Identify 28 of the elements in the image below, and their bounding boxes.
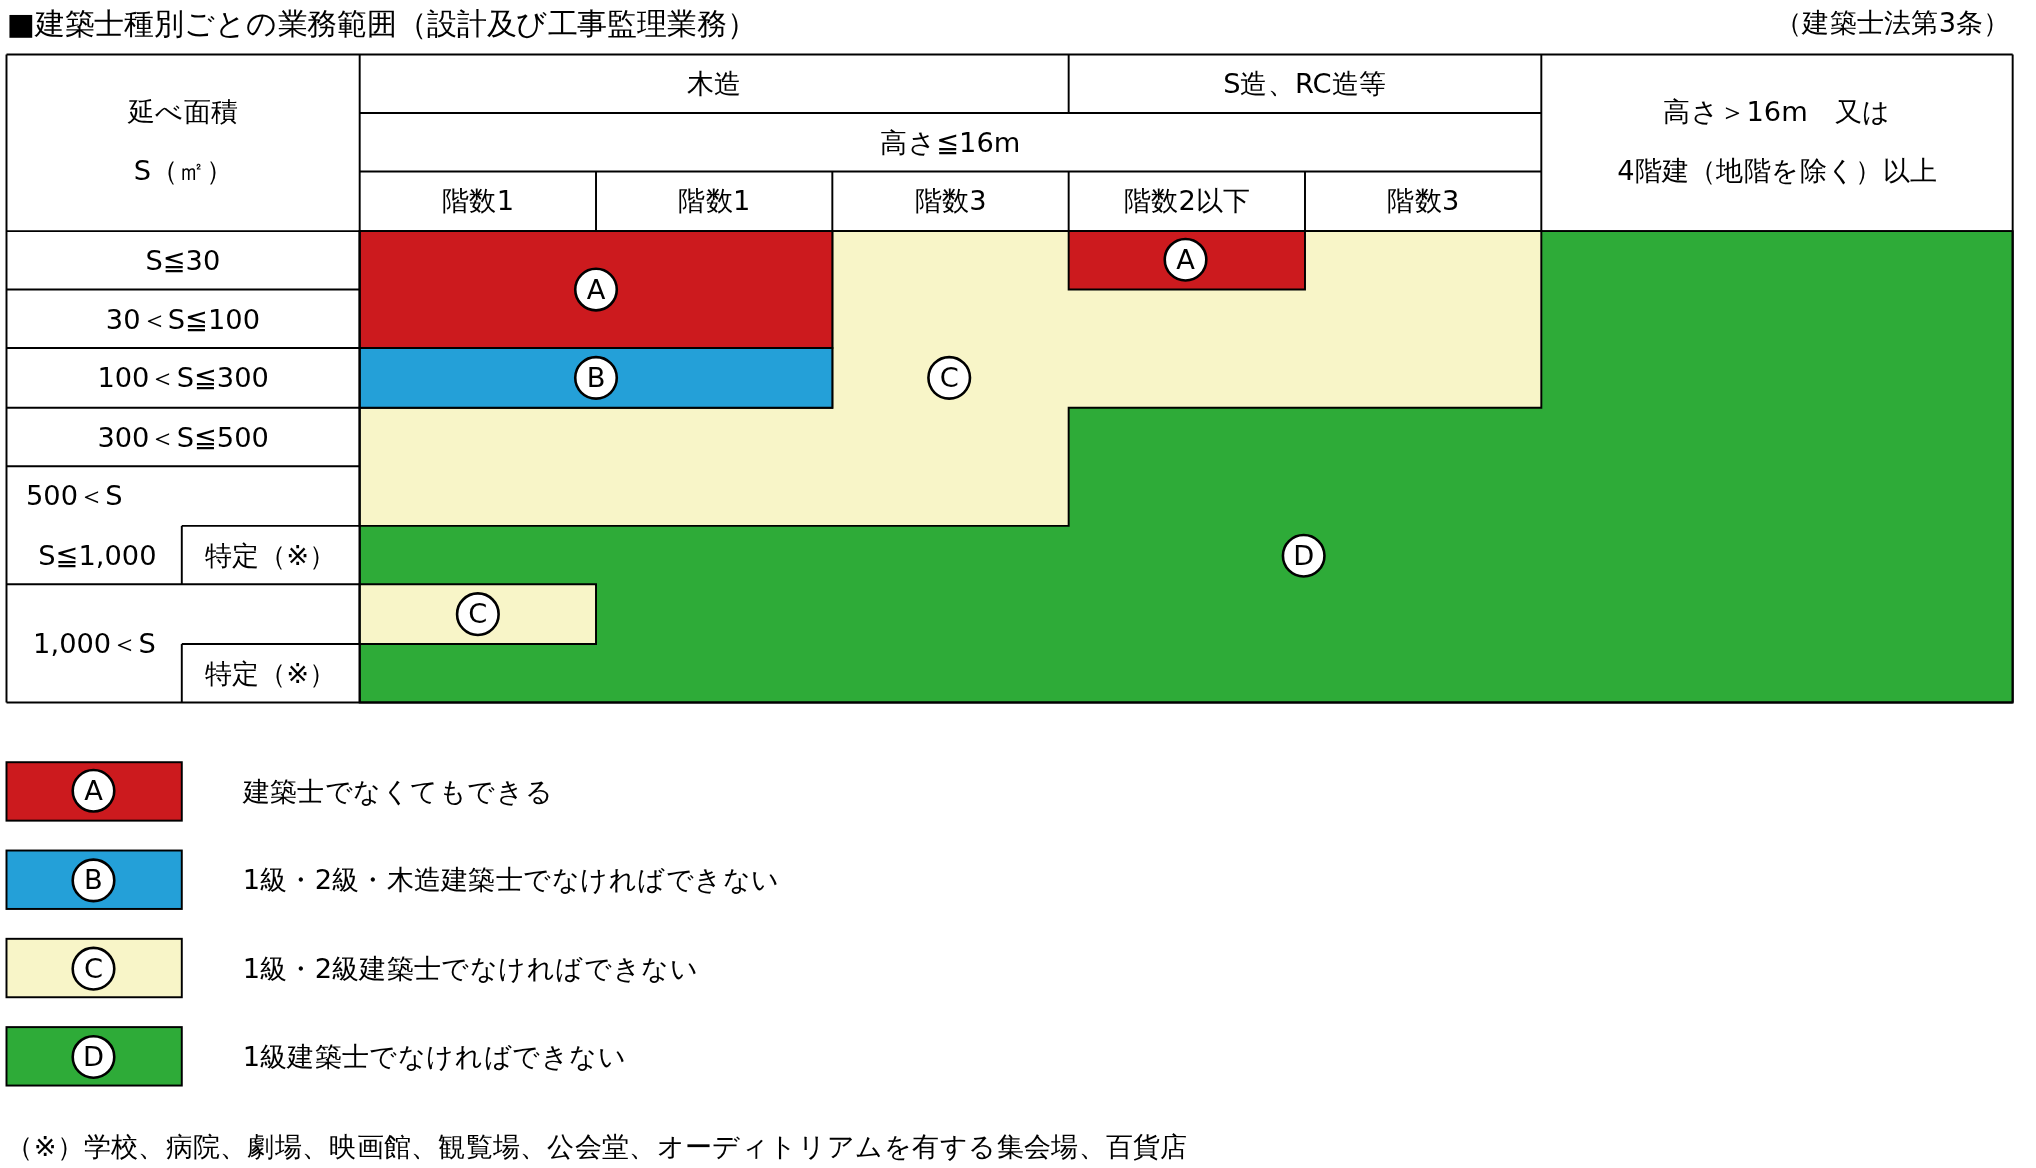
diagram-title: ■建築士種別ごとの業務範囲（設計及び工事監理業務） <box>6 4 757 42</box>
column-header: S造、RC造等 <box>1223 67 1387 102</box>
legend-label: 建築士でなくてもできる <box>242 774 554 809</box>
column-header: 木造 <box>686 67 742 102</box>
legend-label: 1級建築士でなければできない <box>242 1039 627 1074</box>
row-header: 500＜S <box>25 479 123 514</box>
row-header: 特定（※） <box>204 656 337 691</box>
row-header: S≦30 <box>145 244 221 276</box>
column-header: 延べ面積 <box>127 95 239 130</box>
row-header: 100＜S≦300 <box>97 361 269 396</box>
column-header: 階数1 <box>678 184 751 219</box>
row-header: S≦1,000 <box>38 539 157 571</box>
column-header: 高さ＞16m 又は <box>1663 95 1891 130</box>
column-header: 高さ≦16m <box>880 125 1021 160</box>
legend-label: 1級・2級・木造建築士でなければできない <box>242 863 781 898</box>
legend-label: 1級・2級建築士でなければできない <box>242 951 699 986</box>
column-header: 階数3 <box>1387 184 1460 219</box>
row-header: 300＜S≦500 <box>97 420 269 455</box>
row-header: 1,000＜S <box>33 626 156 661</box>
column-header: S（㎡） <box>133 154 233 189</box>
footnote: （※）学校、病院、劇場、映画館、観覧場、公会堂、オーディトリアムを有する集会場、百貨店 <box>6 1130 1188 1165</box>
column-header: 4階建（地階を除く）以上 <box>1617 154 1938 189</box>
row-header: 30＜S≦100 <box>105 302 260 337</box>
row-header: 特定（※） <box>204 538 337 573</box>
column-header: 階数2以下 <box>1123 184 1251 219</box>
column-header: 階数1 <box>442 184 515 219</box>
reference-note: （建築士法第3条） <box>1775 6 2011 41</box>
column-header: 階数3 <box>914 184 987 219</box>
